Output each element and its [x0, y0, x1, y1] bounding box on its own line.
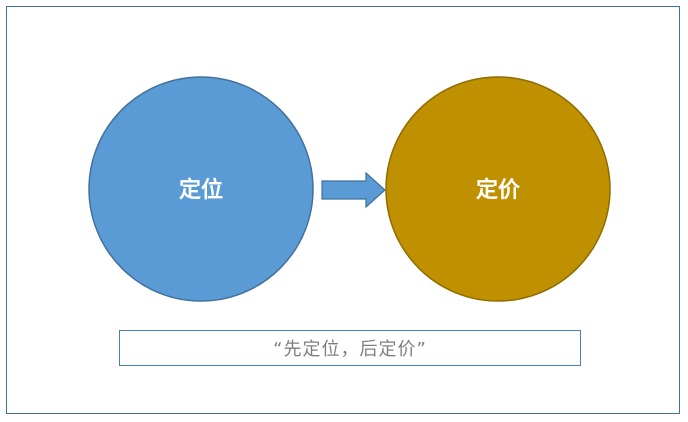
positioning-label: 定位 — [179, 177, 223, 203]
right-arrow-icon — [321, 171, 386, 209]
caption-text: “先定位，后定价” — [273, 339, 427, 360]
positioning-circle — [88, 76, 314, 302]
pricing-label: 定价 — [476, 177, 521, 203]
pricing-circle — [385, 76, 611, 302]
caption-box: “先定位，后定价” — [119, 330, 581, 366]
